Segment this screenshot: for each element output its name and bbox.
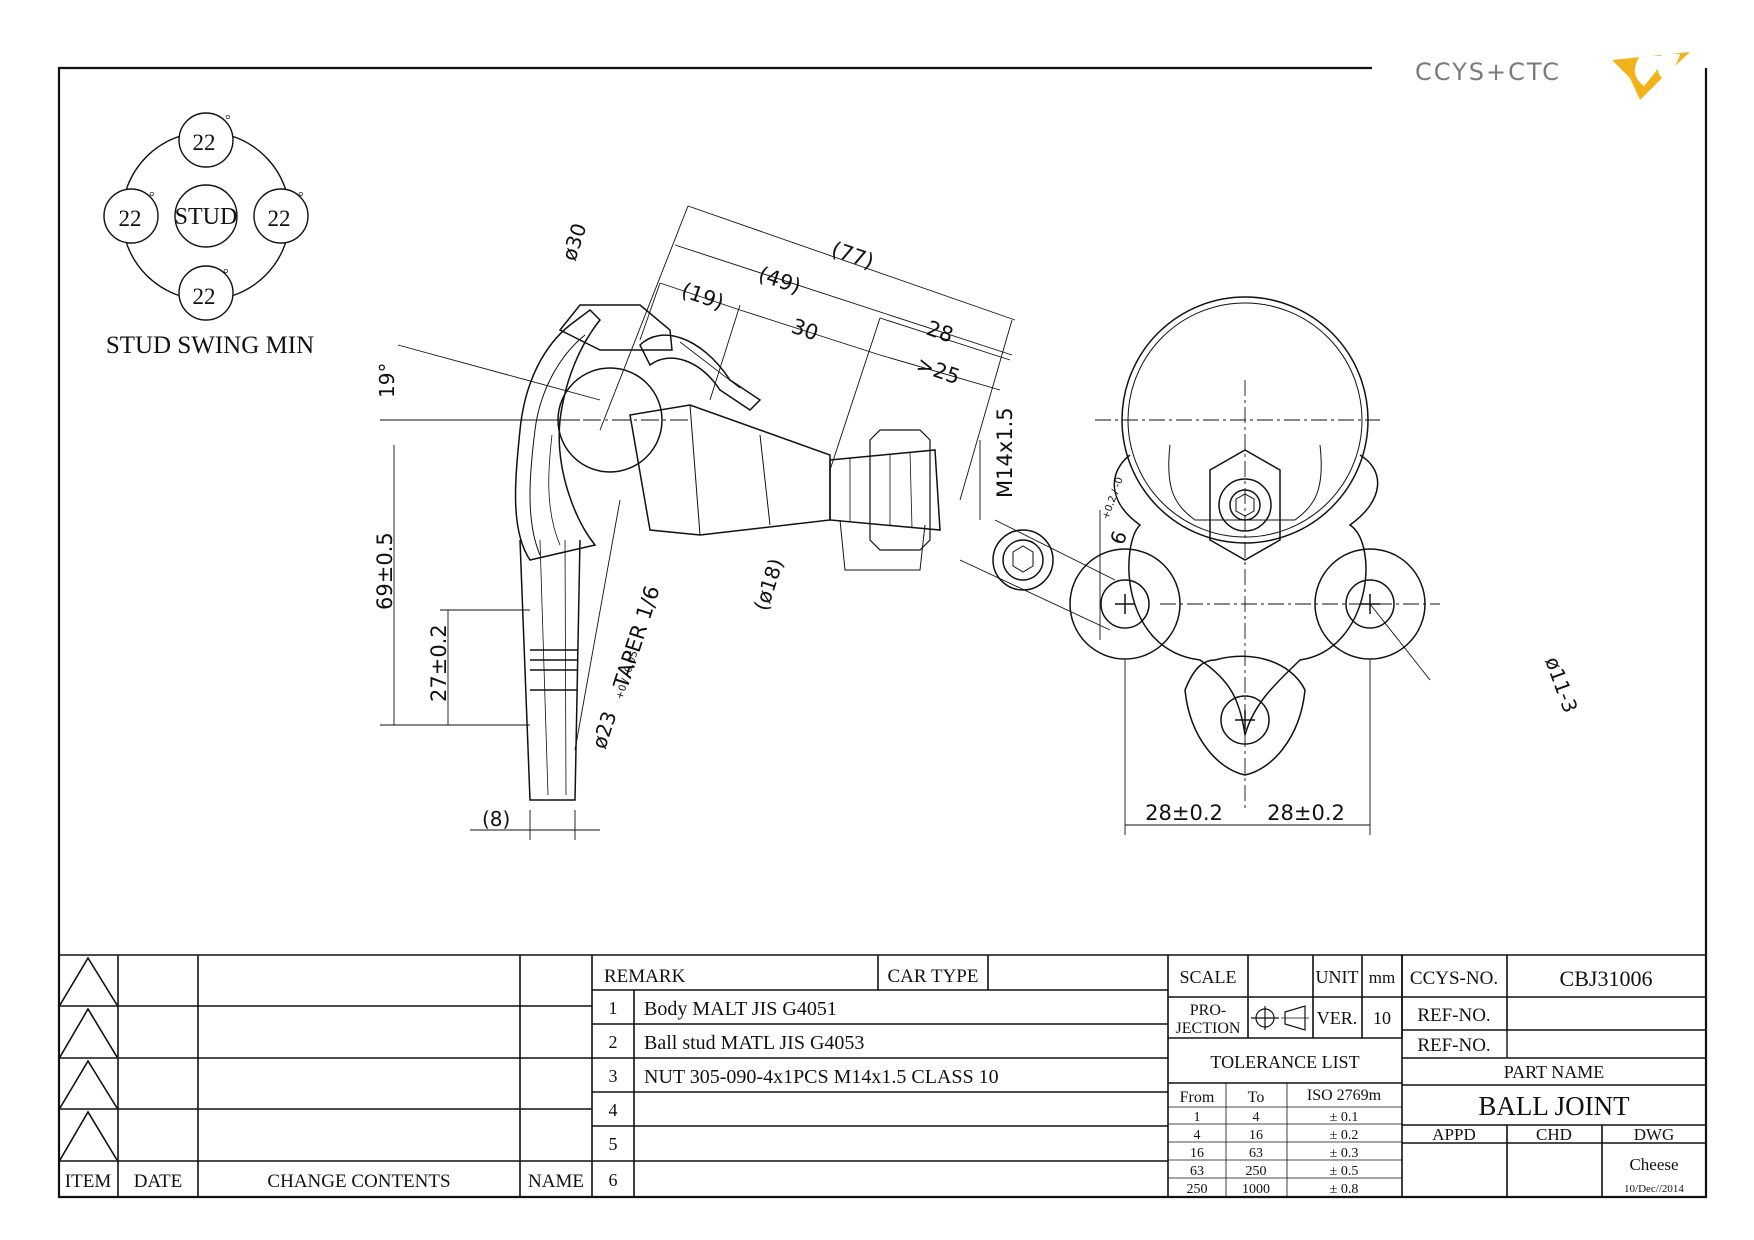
dim-ball-diameter: ø30 — [557, 220, 591, 263]
tolerance-title: TOLERANCE LIST — [1210, 1052, 1359, 1072]
swing-angle-bottom: 22 — [193, 284, 216, 309]
dim-hex-socket-tol: +0.2 / -0 — [1100, 476, 1125, 521]
tolerance-header-to: To — [1248, 1089, 1265, 1106]
third-angle-projection-icon — [1251, 1005, 1309, 1031]
tolerance-header-iso: ISO 2769m — [1307, 1087, 1382, 1104]
remark-row-text: Ball stud MATL JIS G4053 — [644, 1032, 864, 1054]
logo-text: CCYS+CTC — [1415, 58, 1561, 86]
logo-flame-icon — [1612, 52, 1690, 100]
tolerance-cell: 16 — [1249, 1128, 1263, 1143]
tolerance-cell: ± 0.3 — [1330, 1146, 1359, 1161]
dim-hex-socket: 6 — [1105, 528, 1132, 548]
dim-length-28: 28 — [923, 316, 956, 347]
remark-row-number: 6 — [609, 1170, 618, 1190]
dim-thread-spec: M14x1.5 — [993, 407, 1017, 498]
dim-stud-diameter-23: ø23 — [587, 708, 621, 751]
revision-header-name: NAME — [528, 1171, 584, 1192]
drawn-label: DWG — [1634, 1125, 1675, 1144]
remark-label: REMARK — [604, 966, 686, 987]
dim-height-27: 27±0.2 — [427, 624, 451, 702]
degree-mark-bottom: ° — [223, 267, 229, 282]
remark-row-number: 5 — [609, 1134, 618, 1154]
ccys-no-value: CBJ31006 — [1560, 966, 1653, 991]
title-block-grid — [59, 954, 1706, 1197]
tolerance-cell: ± 0.8 — [1330, 1182, 1359, 1197]
tolerance-cell: 4 — [1194, 1128, 1201, 1143]
tolerance-cell: 1000 — [1242, 1182, 1270, 1197]
dim-bolt-spacing-left: 28±0.2 — [1145, 801, 1223, 825]
dim-arm-thickness: (8) — [482, 807, 510, 831]
degree-mark-top: ° — [225, 113, 231, 128]
ref-no-label-1: REF-NO. — [1417, 1005, 1490, 1026]
revision-header-change-contents: CHANGE CONTENTS — [267, 1171, 450, 1192]
part-name-value: BALL JOINT — [1478, 1091, 1630, 1121]
dim-height-69: 69±0.5 — [373, 532, 397, 610]
dim-length-30: 30 — [788, 314, 821, 345]
dim-stud-diameter-18: (ø18) — [749, 555, 788, 613]
tolerance-cell: 16 — [1190, 1146, 1204, 1161]
tolerance-cell: ± 0.1 — [1330, 1110, 1359, 1125]
side-view-dimension-lines — [380, 205, 1116, 840]
revision-header-item: ITEM — [65, 1171, 112, 1192]
dim-bolt-hole: ø11-3 — [1540, 654, 1582, 716]
company-logo: CCYS+CTC — [1415, 52, 1690, 100]
tolerance-cell: 63 — [1249, 1146, 1263, 1161]
remark-rows: 1 Body MALT JIS G4051 2 Ball stud MATL J… — [609, 998, 999, 1190]
swing-angle-right: 22 — [268, 206, 291, 231]
stud-swing-caption: STUD SWING MIN — [106, 332, 314, 359]
projection-label-2: JECTION — [1176, 1020, 1241, 1037]
version-value: 10 — [1373, 1008, 1391, 1028]
drawing-date: 10/Dec//2014 — [1624, 1183, 1684, 1195]
tolerance-cell: 63 — [1190, 1164, 1204, 1179]
revision-header-date: DATE — [134, 1171, 183, 1192]
dim-angle-19: 19° — [375, 363, 399, 398]
remark-row-number: 3 — [609, 1066, 618, 1086]
scale-label: SCALE — [1179, 967, 1236, 987]
dim-bolt-spacing-right: 28±0.2 — [1267, 801, 1345, 825]
degree-mark-left: ° — [149, 190, 155, 205]
front-view-drawing — [1069, 296, 1440, 810]
tolerance-cell: 250 — [1187, 1182, 1208, 1197]
degree-mark-right: ° — [298, 190, 304, 205]
drawer-name: Cheese — [1629, 1155, 1678, 1174]
swing-angle-left: 22 — [119, 206, 142, 231]
projection-label-1: PRO- — [1190, 1002, 1226, 1019]
dim-overall-length: (77) — [828, 237, 877, 274]
swing-angle-top: 22 — [193, 130, 216, 155]
ref-no-label-2: REF-NO. — [1417, 1035, 1490, 1056]
revision-triangle-icons — [59, 956, 118, 1161]
stud-swing-diagram — [103, 112, 309, 321]
car-type-label: CAR TYPE — [888, 966, 979, 987]
part-name-label: PART NAME — [1504, 1062, 1604, 1082]
front-view-dimension-lines — [1124, 603, 1431, 835]
tolerance-cell: 250 — [1246, 1164, 1267, 1179]
unit-label: UNIT — [1316, 967, 1359, 987]
tolerance-header-from: From — [1180, 1089, 1215, 1106]
approved-label: APPD — [1432, 1125, 1475, 1144]
version-label: VER. — [1317, 1008, 1358, 1028]
tolerance-rows: 1 4 ± 0.1 4 16 ± 0.2 16 63 ± 0.3 63 250 … — [1187, 1110, 1359, 1197]
checked-label: CHD — [1536, 1125, 1572, 1144]
unit-value: mm — [1369, 968, 1395, 987]
remark-row-number: 4 — [609, 1100, 618, 1120]
drawing-frame — [57, 66, 1708, 1199]
dim-taper: TAPER 1/6 — [609, 583, 665, 693]
tolerance-cell: ± 0.2 — [1330, 1128, 1359, 1143]
ccys-no-label: CCYS-NO. — [1410, 968, 1498, 989]
remark-row-text: NUT 305-090-4x1PCS M14x1.5 CLASS 10 — [644, 1066, 999, 1088]
stud-label: STUD — [175, 204, 238, 230]
tolerance-cell: 4 — [1253, 1110, 1260, 1125]
dim-length-49: (49) — [755, 262, 804, 299]
tolerance-cell: ± 0.5 — [1330, 1164, 1359, 1179]
remark-row-text: Body MALT JIS G4051 — [644, 998, 837, 1020]
remark-row-number: 2 — [609, 1032, 618, 1052]
dim-thread-length: >25 — [913, 352, 963, 389]
remark-row-number: 1 — [609, 998, 618, 1018]
dim-length-19: (19) — [678, 278, 727, 315]
tolerance-cell: 1 — [1194, 1110, 1201, 1125]
